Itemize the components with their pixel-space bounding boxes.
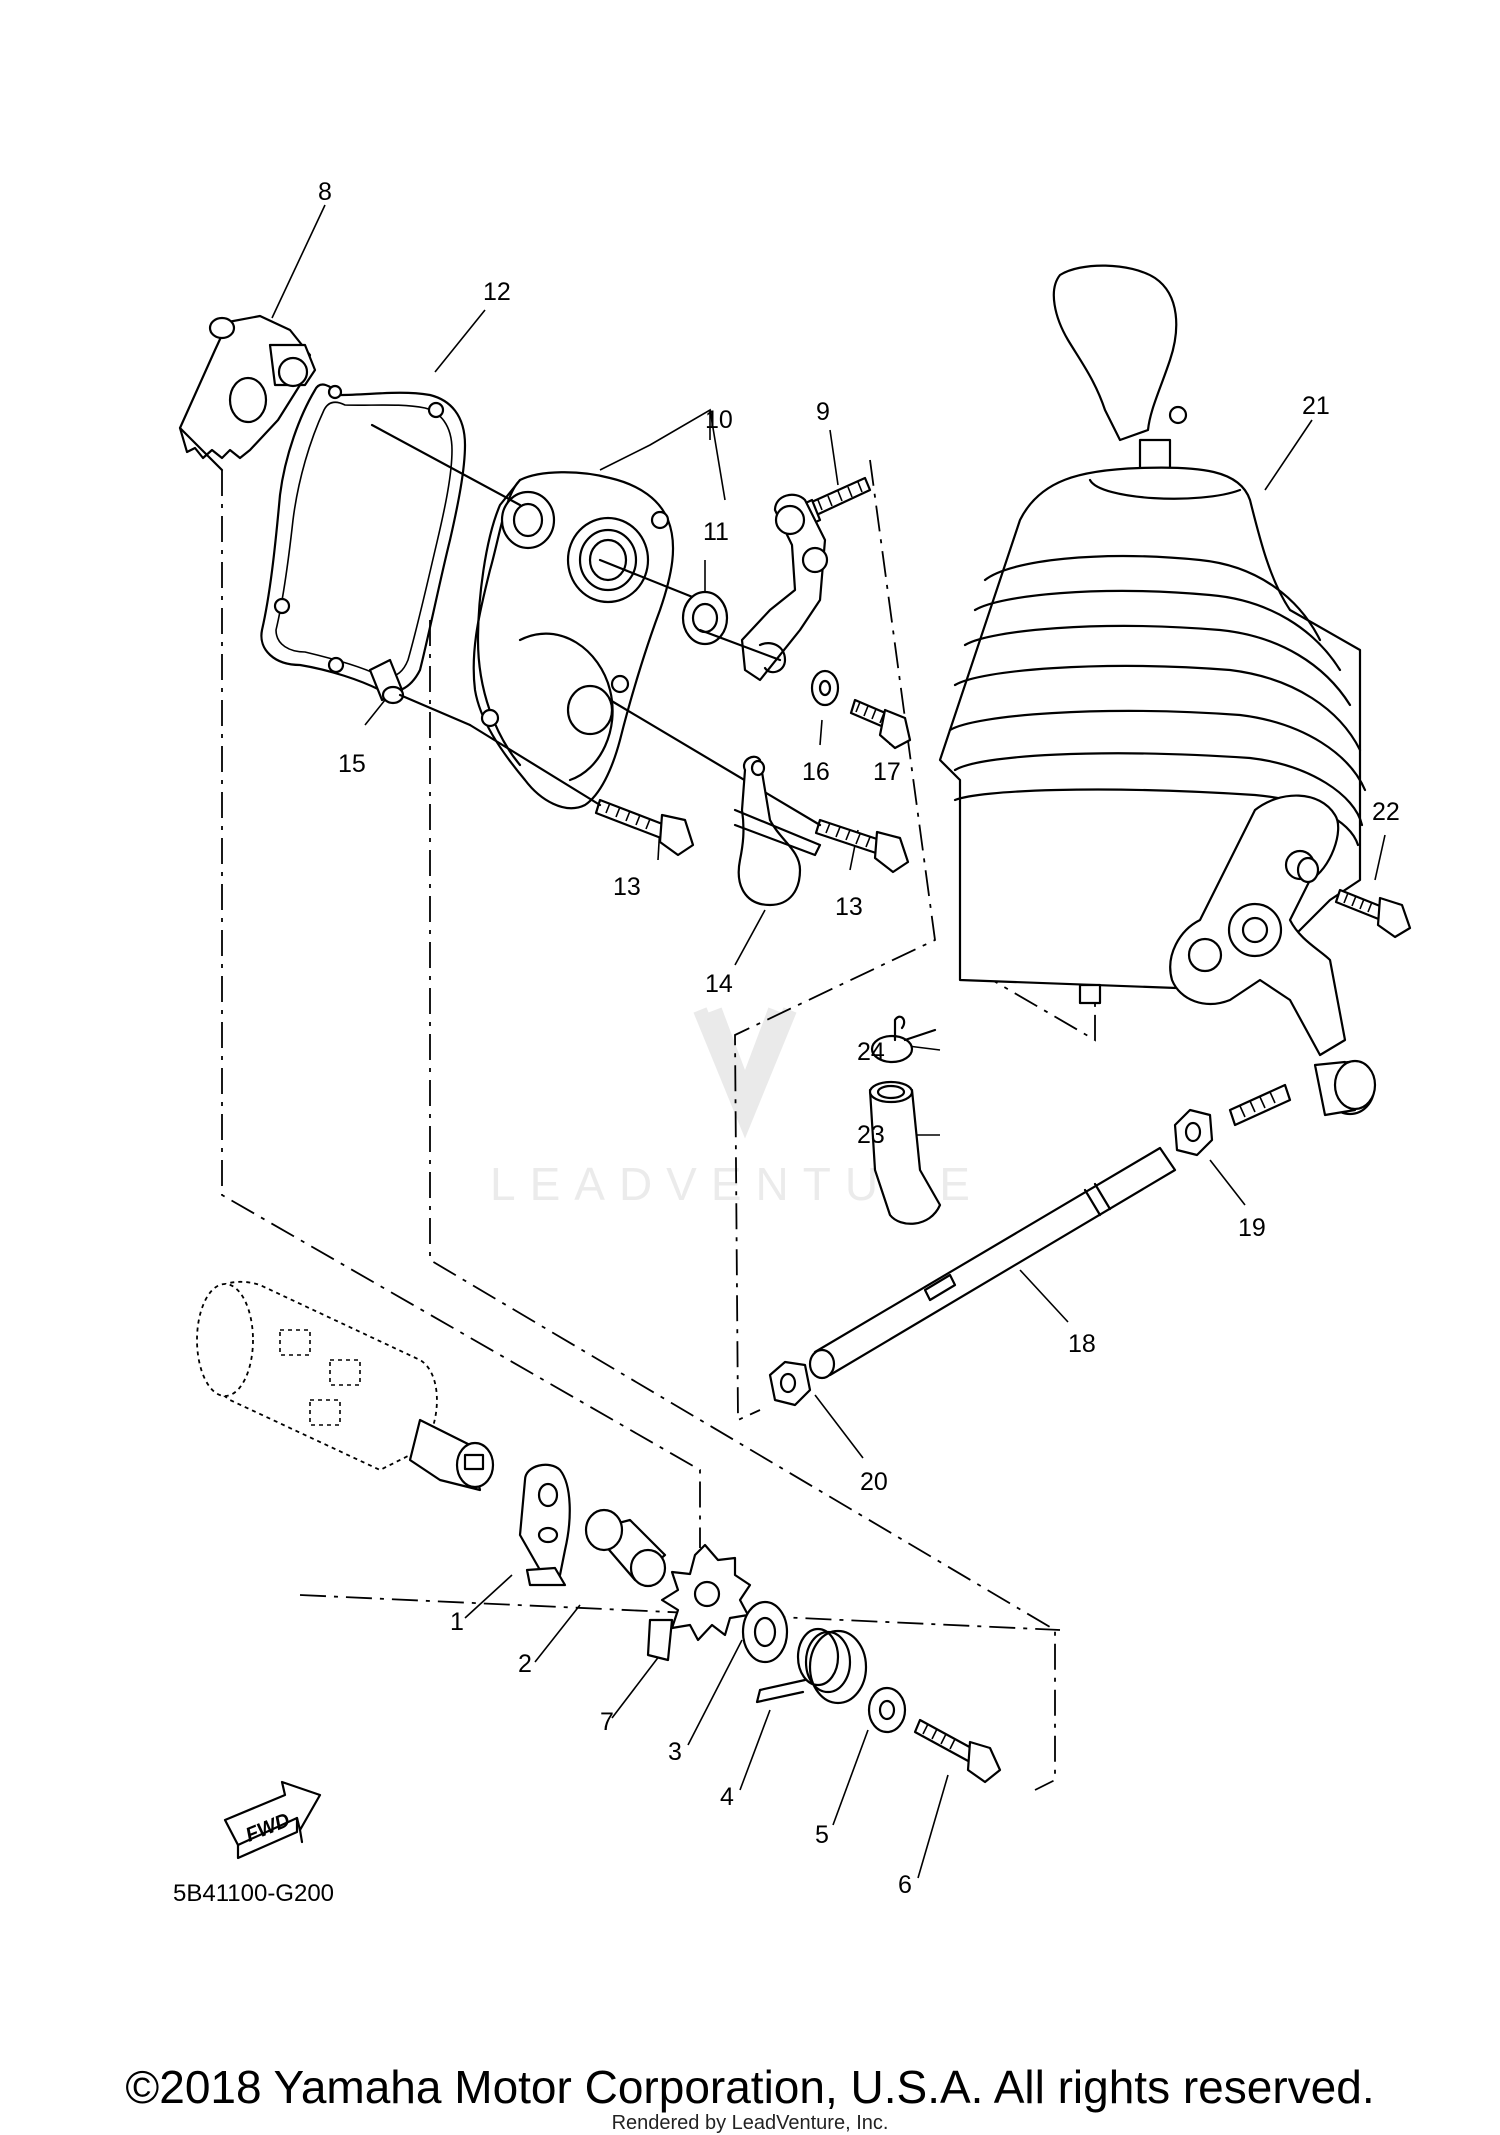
rendered-by: Rendered by LeadVenture, Inc. — [611, 2112, 889, 2134]
part-8-shift-segment — [178, 314, 317, 472]
part-11-oil-seal — [681, 590, 729, 646]
label-2: 2 — [518, 1650, 532, 1678]
shift-lever-plate — [698, 493, 829, 682]
part-10-cover — [370, 423, 702, 810]
part-13-bolt-left — [468, 723, 695, 857]
label-10: 10 — [705, 406, 733, 434]
part-3-washer — [741, 1600, 789, 1664]
leader-lines — [271, 204, 1386, 1879]
label-7: 7 — [600, 1708, 614, 1736]
label-8: 8 — [318, 178, 332, 206]
label-5: 5 — [815, 1821, 829, 1849]
label-14: 14 — [705, 970, 733, 998]
shift-drum — [196, 1280, 495, 1492]
label-24: 24 — [857, 1038, 885, 1066]
part-16-washer — [810, 669, 840, 707]
part-18-rod — [808, 1146, 1177, 1380]
part-12-gasket — [260, 383, 467, 693]
part-24-clip — [870, 1015, 937, 1064]
fwd-arrow-icon: FWD — [223, 1780, 322, 1860]
part-5-washer — [867, 1686, 907, 1734]
part-23-boot — [868, 1080, 942, 1225]
part-2-collar — [584, 1508, 667, 1588]
label-17: 17 — [873, 758, 901, 786]
label-1: 1 — [450, 1608, 464, 1636]
copyright-notice: ©2018 Yamaha Motor Corporation, U.S.A. A… — [125, 2061, 1375, 2113]
label-23: 23 — [857, 1121, 885, 1149]
label-13b: 13 — [835, 893, 863, 921]
part-22-bolt — [1296, 856, 1412, 939]
part-19-bolt — [1228, 1083, 1292, 1127]
label-4: 4 — [720, 1783, 734, 1811]
label-15: 15 — [338, 750, 366, 778]
part-15-dowel — [368, 658, 472, 727]
part-14-bracket — [733, 755, 822, 907]
part-6-bolt — [913, 1718, 1002, 1784]
label-11: 11 — [703, 518, 729, 546]
part-17-bolt — [849, 698, 912, 750]
part-13-bolt-right — [608, 698, 910, 874]
label-3: 3 — [668, 1738, 682, 1766]
part-19-nut — [1173, 1108, 1214, 1157]
diagram-code: 5B41100-G200 — [173, 1880, 335, 1907]
label-18: 18 — [1068, 1330, 1096, 1358]
label-12: 12 — [483, 278, 511, 306]
part-7-star-wheel — [646, 1543, 752, 1662]
label-13a: 13 — [613, 873, 641, 901]
label-9: 9 — [816, 398, 830, 426]
callouts: 8 12 10 9 11 21 15 16 17 13 13 14 22 24 … — [318, 178, 1400, 1899]
assembly-lines — [221, 459, 1096, 1791]
label-19: 19 — [1238, 1214, 1266, 1242]
part-20-nut — [768, 1360, 812, 1407]
label-6: 6 — [898, 1871, 912, 1899]
label-22: 22 — [1372, 798, 1400, 826]
label-20: 20 — [860, 1468, 888, 1496]
label-21: 21 — [1302, 392, 1330, 420]
part-1-stopper — [518, 1463, 571, 1587]
part-4-spring — [755, 1627, 868, 1705]
label-16: 16 — [802, 758, 830, 786]
